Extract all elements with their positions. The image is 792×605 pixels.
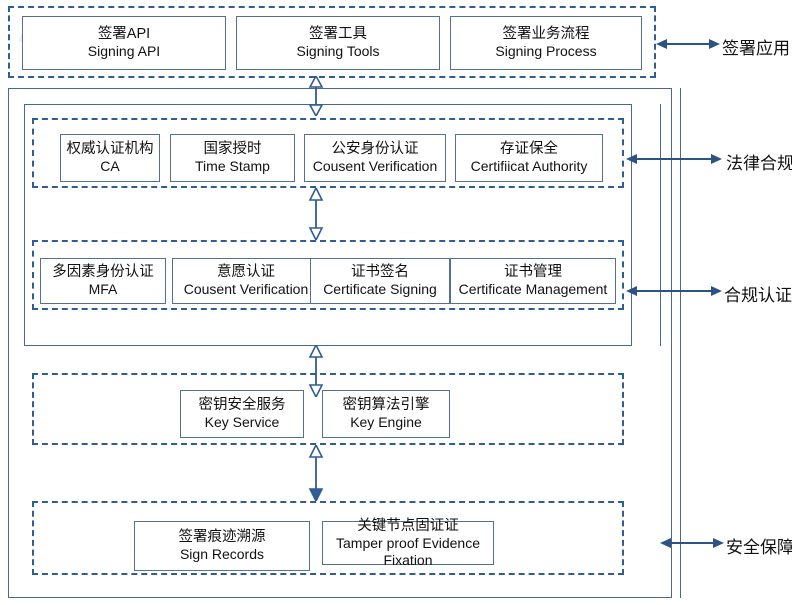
node-label-en: Signing API: [87, 43, 161, 60]
node-label-cn: 签署业务流程: [502, 26, 590, 43]
node-label-en: Key Engine: [350, 414, 422, 431]
side-label-security-assurance: 安全保障: [726, 538, 792, 557]
node-label-cn: 密钥安全服务: [198, 397, 286, 414]
side-spine-legal: [660, 104, 661, 346]
side-arrow-compliance-certification: [626, 283, 722, 299]
node-label-cn: 国家授时: [203, 141, 262, 158]
node-label-cn: 关键节点固证证: [357, 517, 459, 534]
node-label-cn: 证书签名: [351, 264, 409, 281]
side-label-signing-application: 签署应用: [722, 39, 790, 58]
node-sign-records[interactable]: 签署痕迹溯源 Sign Records: [134, 521, 310, 571]
side-arrow-signing-application: [656, 36, 720, 52]
node-time-stamp[interactable]: 国家授时 Time Stamp: [170, 134, 295, 182]
connector-arrow-legal-to-compliance: [304, 188, 328, 240]
layer-group-legal-compliance: [32, 118, 624, 188]
node-key-engine[interactable]: 密钥算法引擎 Key Engine: [322, 390, 450, 438]
connector-arrow-key-to-security: [304, 445, 328, 501]
node-label-en: Signing Process: [495, 43, 597, 60]
side-arrow-security-assurance: [660, 535, 724, 551]
node-label-cn: 签署工具: [309, 26, 367, 43]
side-spine-outer: [680, 88, 681, 598]
certification-inner-container: [24, 104, 632, 346]
node-label-cn: 意愿认证: [217, 264, 275, 281]
node-label-cn: 公安身份认证: [331, 141, 419, 158]
node-police-identity-verification[interactable]: 公安身份认证 Cousent Verification: [304, 134, 446, 182]
layer-group-compliance-certification: [32, 240, 624, 310]
side-arrow-legal-compliance: [626, 151, 722, 167]
node-certificate-authority-ca[interactable]: 权威认证机构 CA: [60, 134, 160, 182]
node-label-cn: 密钥算法引擎: [342, 397, 430, 414]
node-label-cn: 权威认证机构: [66, 141, 154, 158]
node-consent-verification[interactable]: 意愿认证 Cousent Verification: [172, 258, 320, 304]
node-label-cn: 证书管理: [504, 264, 562, 281]
node-evidence-preservation[interactable]: 存证保全 Certifiicat Authority: [455, 134, 603, 182]
platform-outer-container: [8, 88, 672, 598]
node-label-en: CA: [100, 158, 120, 175]
connector-arrow-signing-to-legal: [304, 76, 328, 116]
node-key-service[interactable]: 密钥安全服务 Key Service: [180, 390, 304, 438]
node-label-en: Tamper proof Evidence Fixation: [336, 535, 480, 568]
node-signing-process[interactable]: 签署业务流程 Signing Process: [450, 16, 642, 70]
node-label-cn: 签署痕迹溯源: [178, 529, 266, 546]
layer-group-security-assurance: [32, 501, 624, 575]
node-label-en: Certificate Signing: [323, 281, 437, 298]
node-label-en: Cousent Verification: [183, 281, 309, 298]
node-label-en: Key Service: [204, 414, 280, 431]
node-label-en: Certifiicat Authority: [470, 158, 588, 175]
node-label-en: Cousent Verification: [312, 158, 438, 175]
node-signing-api[interactable]: 签署API Signing API: [22, 16, 226, 70]
node-label-cn: 多因素身份认证: [52, 264, 154, 281]
node-label-en: Sign Records: [179, 546, 265, 563]
node-label-cn: 存证保全: [500, 141, 558, 158]
layer-group-signing-application: [8, 6, 656, 78]
node-certificate-signing[interactable]: 证书签名 Certificate Signing: [310, 258, 450, 304]
node-signing-tools[interactable]: 签署工具 Signing Tools: [236, 16, 440, 70]
node-mfa[interactable]: 多因素身份认证 MFA: [40, 258, 166, 304]
node-label-en: Certificate Management: [458, 281, 608, 298]
connector-arrow-compliance-to-key: [304, 345, 328, 397]
node-label-en: Time Stamp: [195, 158, 270, 175]
node-label-en: MFA: [88, 281, 118, 298]
layer-group-key-services: [32, 373, 624, 445]
side-label-compliance-certification: 合规认证: [724, 286, 792, 305]
node-label-en: Signing Tools: [296, 43, 380, 60]
node-label-cn: 签署API: [97, 26, 151, 43]
node-tamper-proof-evidence-fixation[interactable]: 关键节点固证证 Tamper proof Evidence Fixation: [322, 517, 494, 568]
node-certificate-management[interactable]: 证书管理 Certificate Management: [450, 258, 616, 304]
side-label-legal-compliance: 法律合规: [726, 154, 792, 173]
